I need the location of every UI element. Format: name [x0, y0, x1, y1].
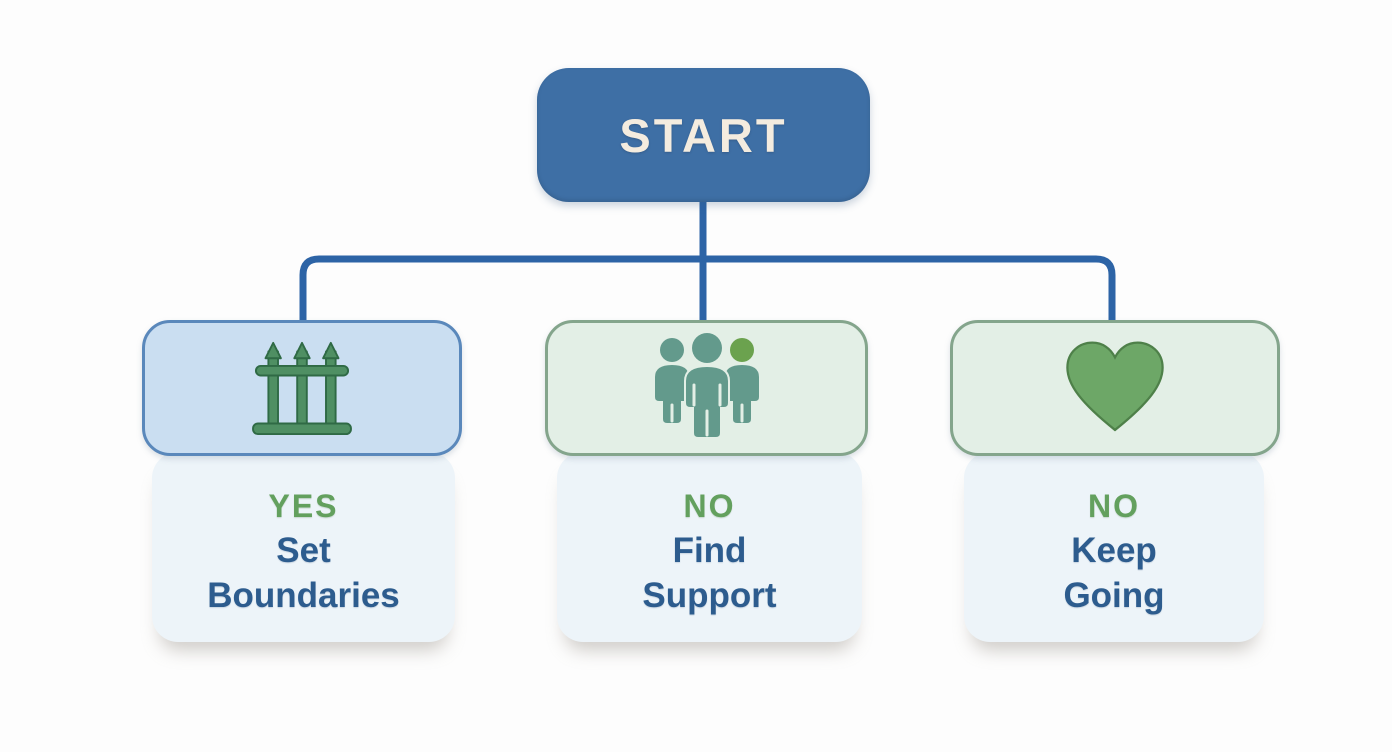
label-panel-set-boundaries: YES Set Boundaries — [152, 452, 455, 642]
decision-label: YES — [268, 488, 339, 524]
action-line-1: Find — [672, 531, 747, 570]
people-icon — [654, 333, 759, 439]
label-panel-find-support: NO Find Support — [557, 452, 862, 642]
branch-box-keep-going — [950, 320, 1280, 456]
action-line-1: Set — [276, 531, 331, 570]
decision-label: NO — [1088, 488, 1140, 524]
start-label: START — [619, 108, 788, 162]
branch-box-find-support — [545, 320, 868, 456]
action-line-2: Support — [642, 576, 777, 615]
label-panel-keep-going: NO Keep Going — [964, 452, 1264, 642]
heart-icon — [1066, 341, 1164, 432]
action-line-2: Boundaries — [207, 576, 400, 615]
start-node: START — [537, 68, 870, 202]
action-line-2: Going — [1063, 576, 1165, 615]
fence-icon — [252, 341, 352, 436]
branch-box-set-boundaries — [142, 320, 462, 456]
branch-bracket — [299, 255, 1116, 322]
decision-label: NO — [683, 488, 736, 524]
action-line-1: Keep — [1071, 531, 1157, 570]
